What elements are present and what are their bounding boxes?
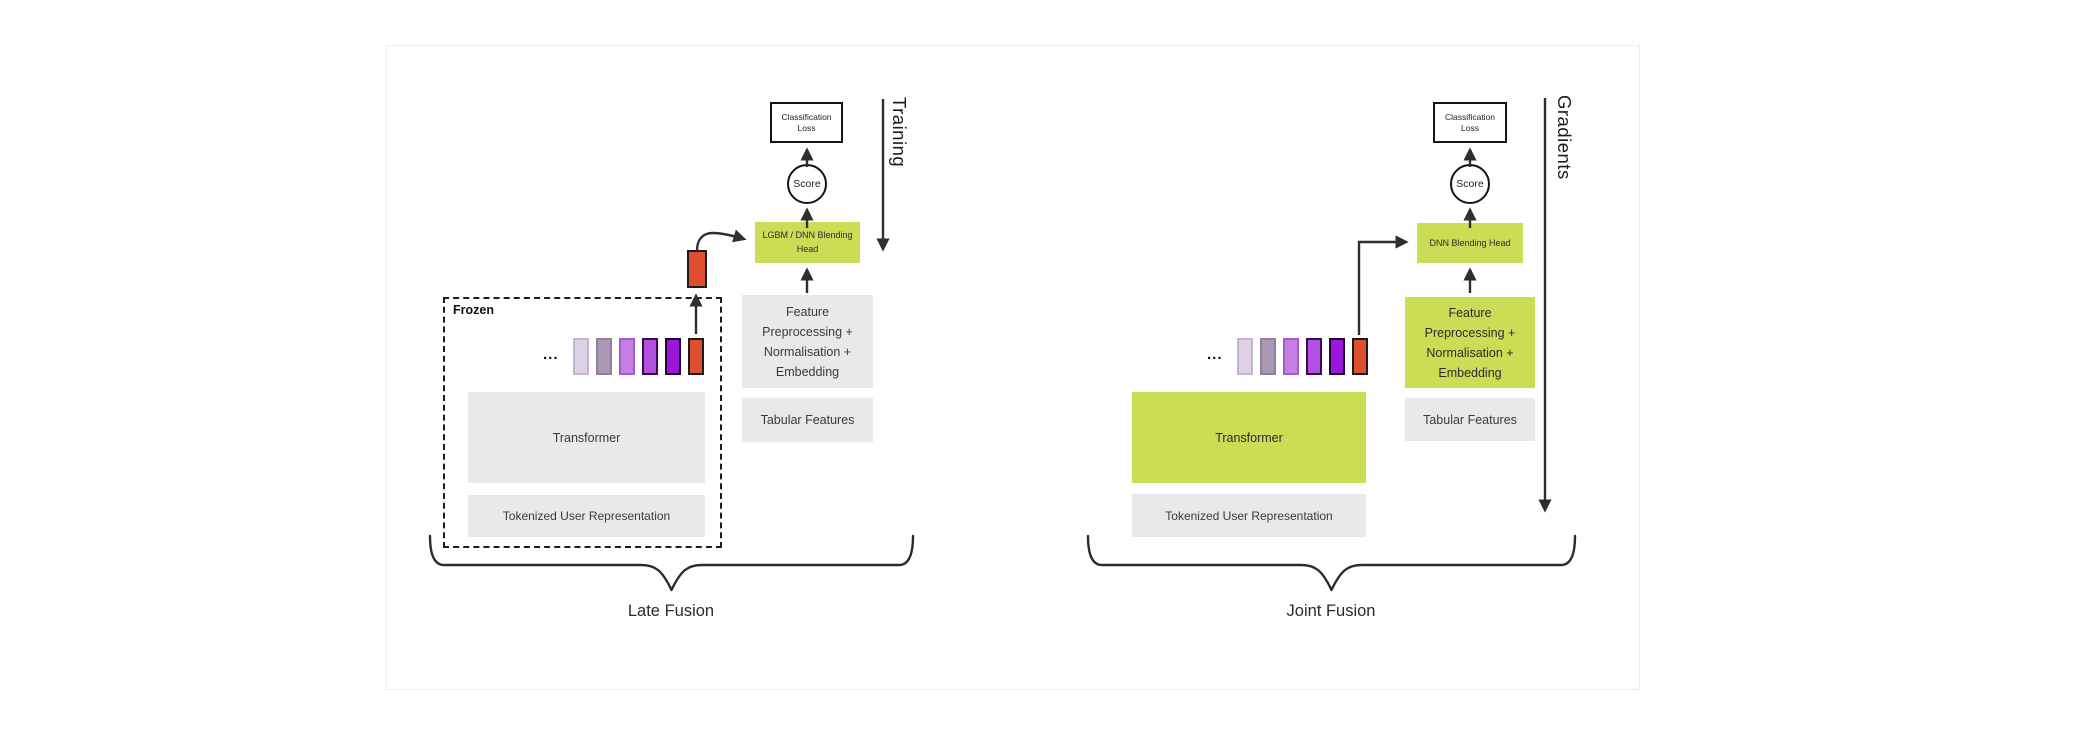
left-tabular-features-box: Tabular Features [742,398,873,442]
late-fusion-caption: Late Fusion [627,602,715,620]
token-1 [573,338,589,375]
right-feature-preprocessing-box: Feature Preprocessing + Normalisation + … [1405,297,1535,388]
right-token-ellipsis: ... [1207,346,1223,363]
right-blending-head-box: DNN Blending Head [1417,223,1523,263]
right-token-strip [1237,338,1368,375]
left-score-circle: Score [787,164,827,204]
token-5 [665,338,681,375]
right-score-circle: Score [1450,164,1490,204]
joint-fusion-caption: Joint Fusion [1286,602,1376,620]
token-3 [619,338,635,375]
frozen-label: Frozen [453,303,494,317]
token-5 [1329,338,1345,375]
right-tokenized-user-representation-box: Tokenized User Representation [1132,494,1366,537]
gradients-label: Gradients [1554,95,1575,180]
token-4 [1306,338,1322,375]
left-transformer-box: Transformer [468,392,705,483]
right-classification-loss-box: Classification Loss [1433,102,1507,143]
token-3 [1283,338,1299,375]
token-4 [642,338,658,375]
token-2 [1260,338,1276,375]
left-token-strip [573,338,704,375]
token-2 [596,338,612,375]
left-blending-head-box: LGBM / DNN Blending Head [755,222,860,263]
token-1 [1237,338,1253,375]
left-classification-loss-box: Classification Loss [770,102,843,143]
right-transformer-box: Transformer [1132,392,1366,483]
right-tabular-features-box: Tabular Features [1405,398,1535,441]
left-tokenized-user-representation-box: Tokenized User Representation [468,495,705,537]
left-token-ellipsis: ... [543,346,559,363]
left-pooled-embedding-token [687,250,707,288]
left-feature-preprocessing-box: Feature Preprocessing + Normalisation + … [742,295,873,388]
token-6 [1352,338,1368,375]
token-6 [688,338,704,375]
training-label: Training [889,97,910,168]
